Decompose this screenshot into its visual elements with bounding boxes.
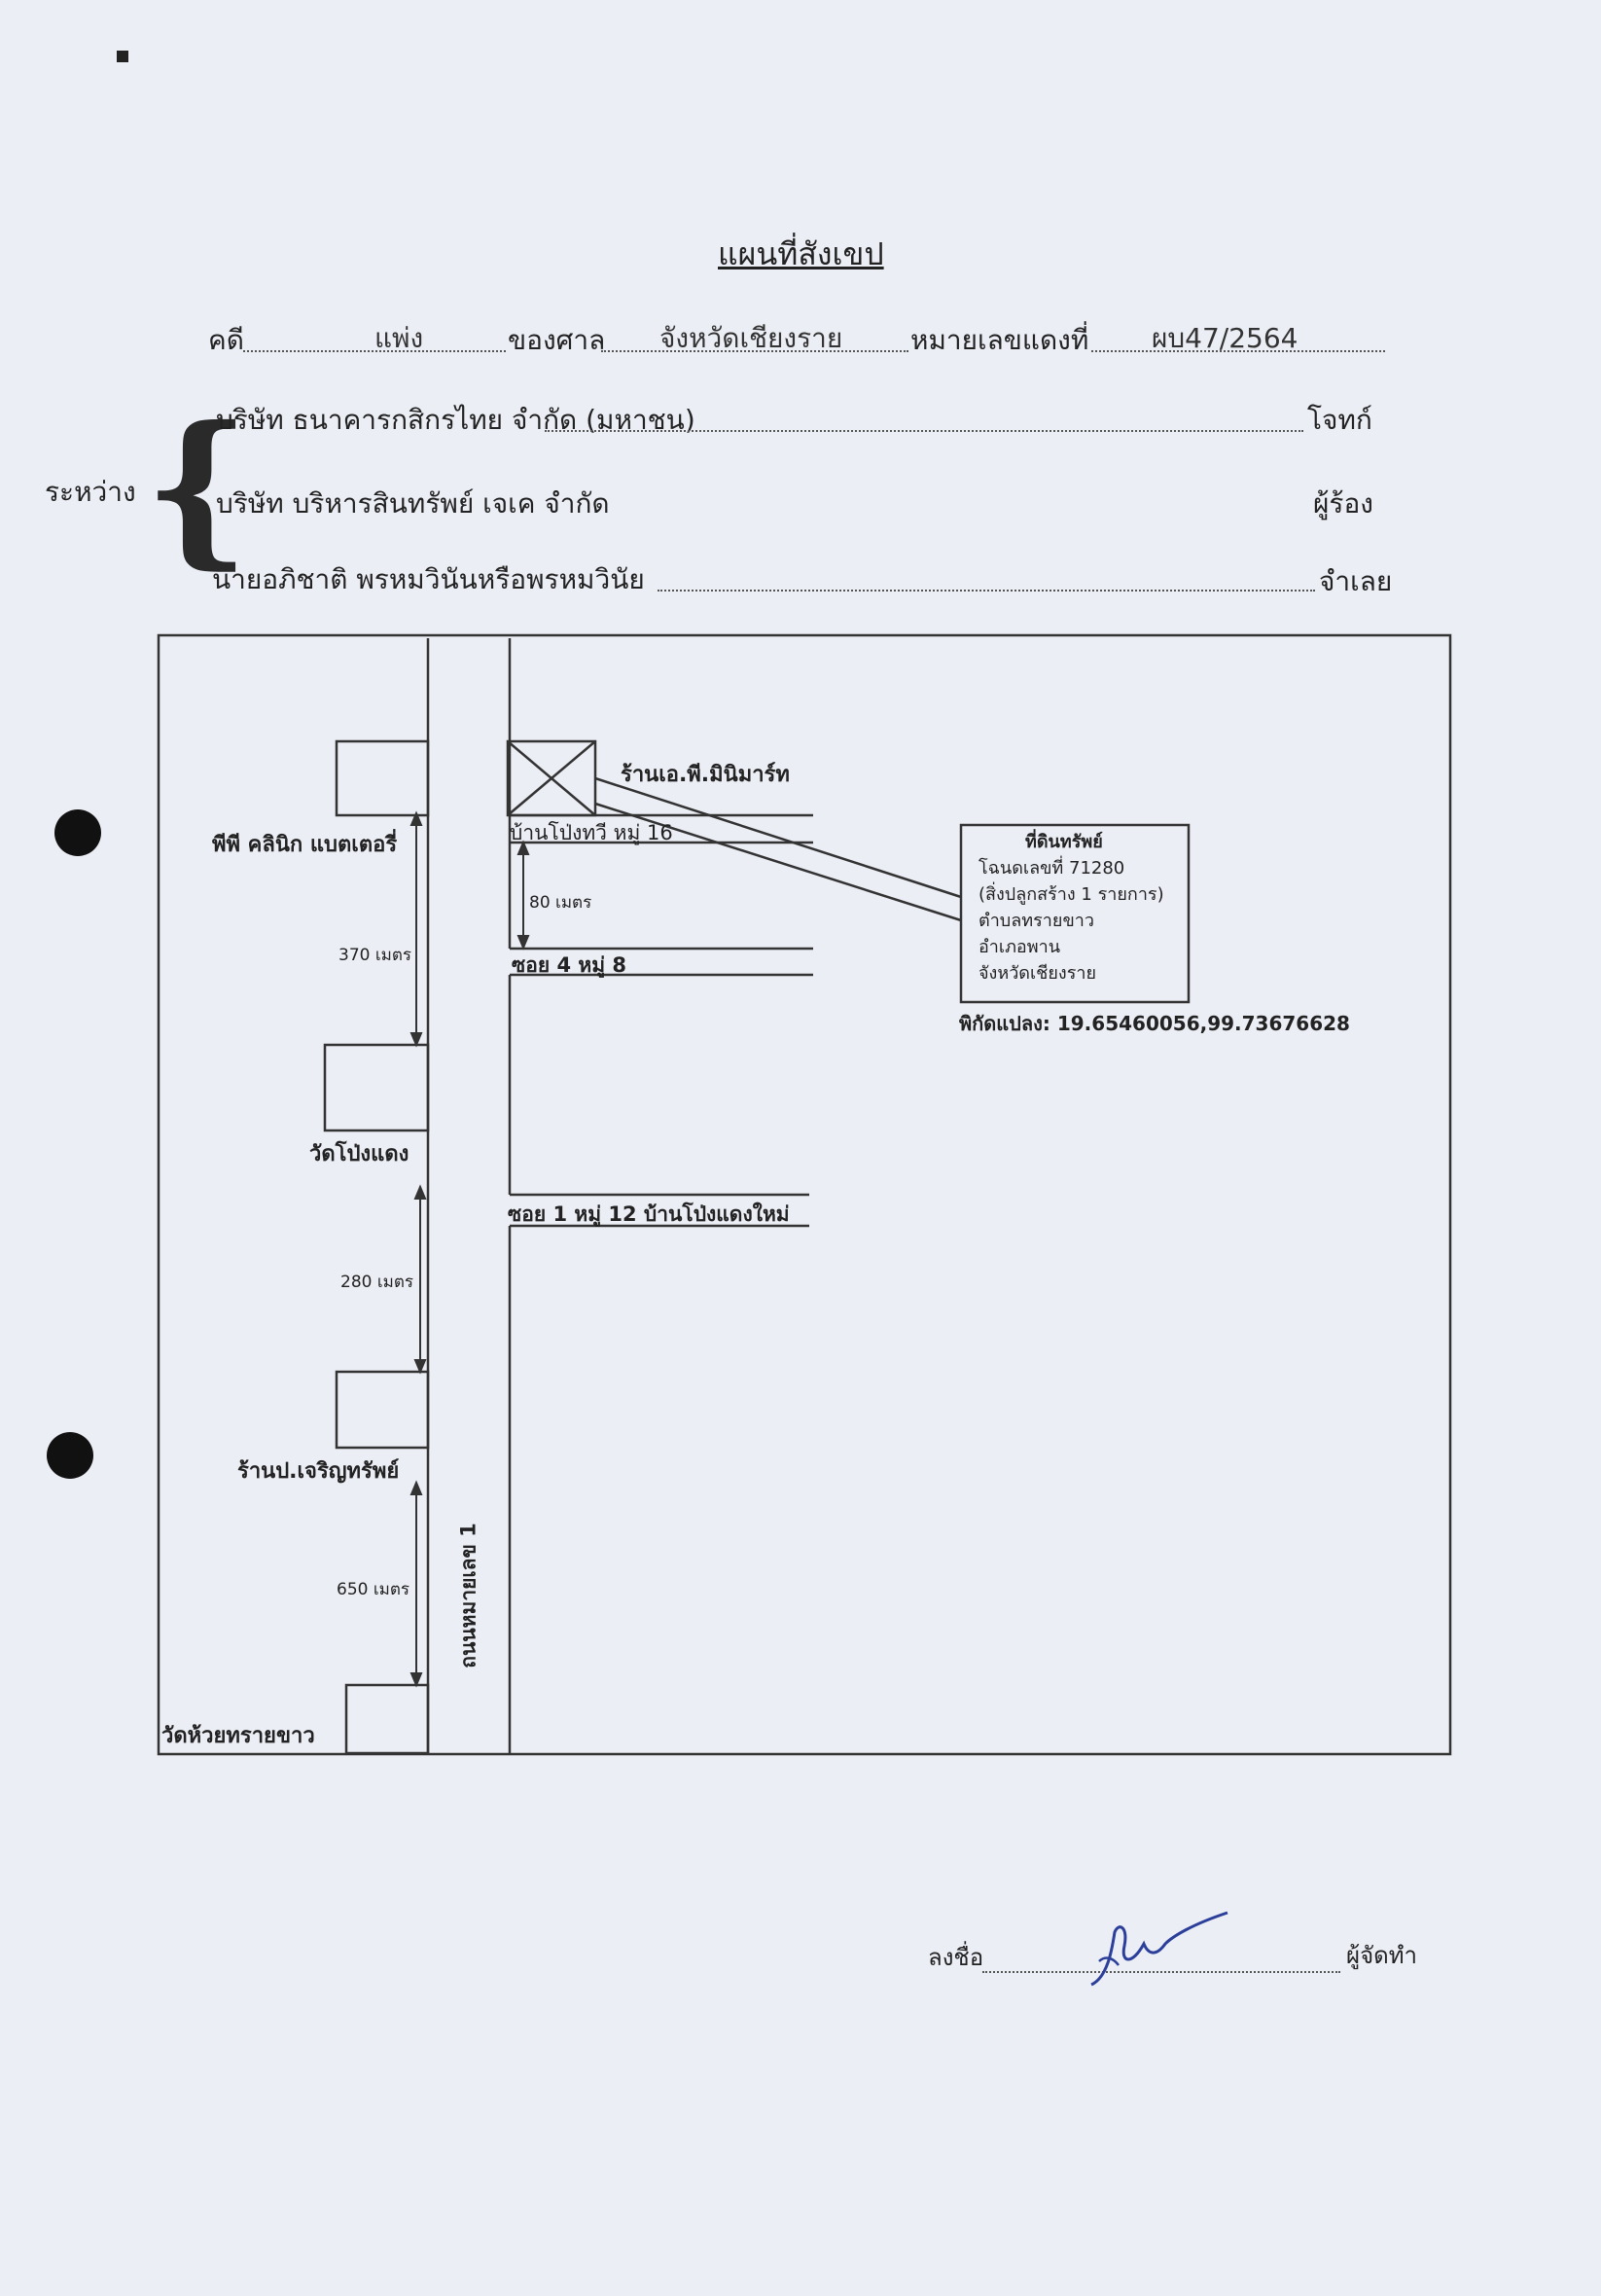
party-defendant-dots: [658, 590, 1315, 592]
leader-line: [594, 776, 962, 899]
punch-hole-bottom: [47, 1432, 93, 1479]
between-label: ระหว่าง: [45, 476, 136, 508]
party-plaintiff-dots: [545, 430, 1303, 432]
property-info-text: ที่ดินทรัพย์ โฉนดเลขที่ 71280 (สิ่งปลูกส…: [978, 829, 1187, 987]
building-wat-pong-daeng: [323, 1043, 430, 1132]
page-title: แผนที่สังเขป: [718, 235, 884, 272]
landmark-wat-pong-daeng: วัดโป่งแดง: [309, 1142, 409, 1166]
info-line: โฉนดเลขที่ 71280: [978, 858, 1125, 879]
distance-label-80: 80 เมตร: [529, 893, 592, 913]
side-road-ban-pong-thawi: บ้านโป่งทวี หมู่ 16: [510, 821, 673, 844]
court-value: จังหวัดเชียงราย: [659, 322, 843, 354]
landmark-wat-huai-sai-khao: วัดห้วยทรายขาว: [161, 1724, 315, 1748]
punch-hole-top: [54, 809, 101, 856]
landmark-charoen-sap: ร้านป.เจริญทรัพย์: [237, 1459, 400, 1484]
info-line: (สิ่งปลูกสร้าง 1 รายการ): [978, 884, 1164, 905]
landmark-ap-minimart: ร้านเอ.พี.มินิมาร์ท: [621, 763, 790, 787]
party-petitioner-role: ผู้ร้อง: [1313, 487, 1373, 520]
info-line: จังหวัดเชียงราย: [978, 963, 1097, 984]
building-charoen-sap: [335, 1370, 430, 1450]
building-wat-huai-sai-khao: [344, 1683, 430, 1755]
number-dots: [1091, 350, 1385, 352]
info-line: อำเภอพาน: [978, 937, 1061, 957]
case-label: คดี: [208, 324, 244, 356]
info-line: ตำบลทรายขาว: [978, 911, 1094, 931]
building-pp-clinic: [335, 739, 430, 817]
case-dots: [243, 350, 506, 352]
side-road-soi1: ซอย 1 หมู่ 12 บ้านโป่งแดงใหม่: [508, 1202, 790, 1226]
coordinates-readout: พิกัดแปลง: 19.65460056,99.73676628: [959, 1012, 1350, 1035]
main-road-name: ถนนหมายเลข 1: [456, 1523, 480, 1668]
party-defendant-role: จำเลย: [1319, 565, 1393, 597]
scan-speck: [117, 51, 128, 62]
info-line: ที่ดินทรัพย์: [1025, 832, 1103, 852]
case-type: แพ่ง: [374, 322, 424, 354]
map-frame: [157, 633, 1452, 1756]
distance-label-280: 280 เมตร: [340, 1273, 414, 1292]
court-dots: [601, 350, 908, 352]
side-road-soi4: ซอย 4 หมู่ 8: [512, 953, 627, 977]
distance-label-370: 370 เมตร: [338, 946, 412, 965]
distance-label-650: 650 เมตร: [337, 1580, 410, 1599]
party-plaintiff-role: โจทก์: [1307, 404, 1372, 436]
preparer-role: ผู้จัดทำ: [1346, 1942, 1418, 1969]
court-label: ของศาล: [508, 324, 606, 356]
number-label: หมายเลขแดงที่: [910, 324, 1089, 356]
party-petitioner-name: บริษัท บริหารสินทรัพย์ เจเค จำกัด: [216, 487, 610, 520]
case-number: ผบ47/2564: [1152, 322, 1299, 354]
signature-dots: [982, 1971, 1340, 1973]
brace-symbol: {: [144, 390, 251, 585]
landmark-pp-clinic: พีพี คลินิก แบตเตอรี่: [212, 833, 398, 857]
leader-line: [594, 802, 962, 922]
property-info-box: [959, 823, 1191, 1004]
sign-label: ลงชื่อ: [928, 1944, 984, 1971]
party-defendant-name: นายอภิชาติ พรหมวินันหรือพรหมวินัย: [212, 563, 645, 595]
